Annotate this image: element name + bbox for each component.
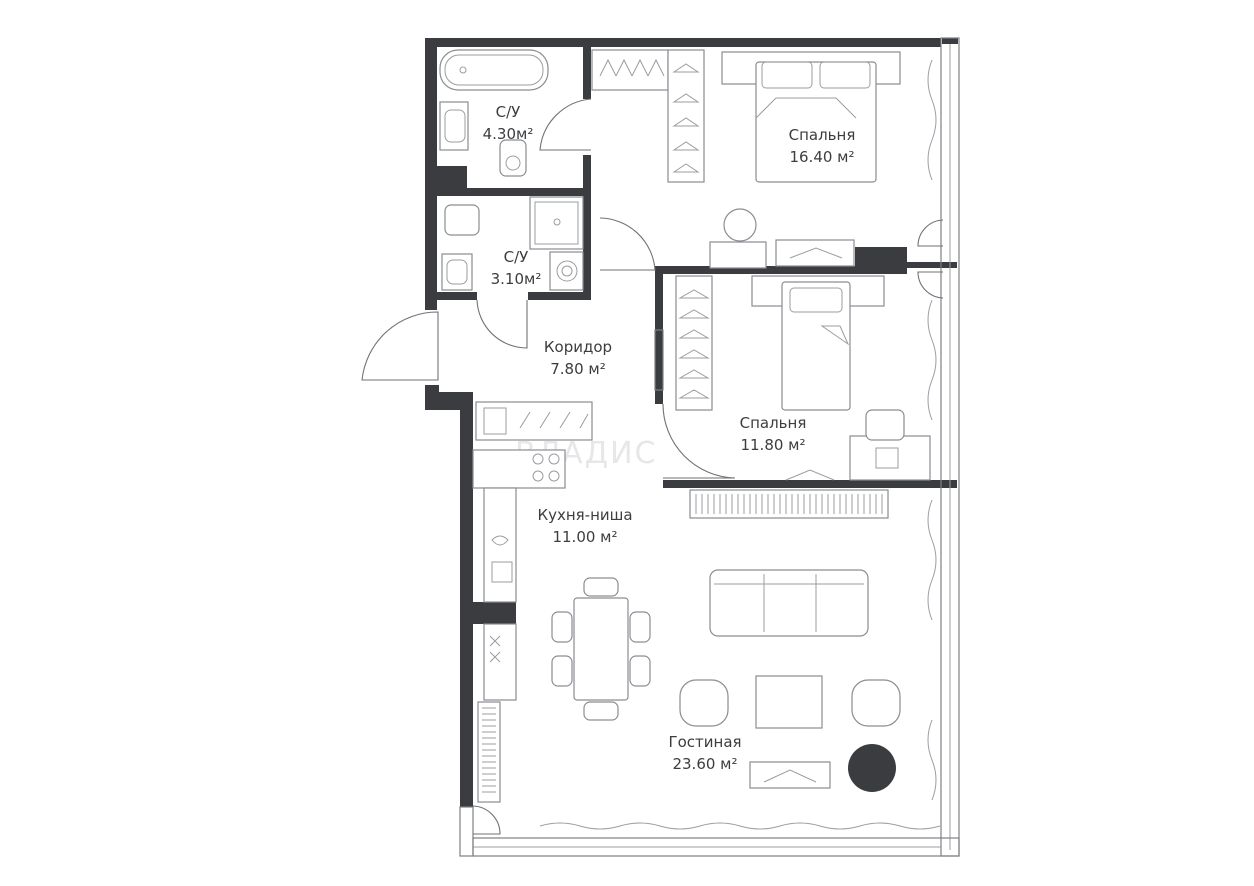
bath2-fixtures	[441, 196, 584, 291]
room-name-living: Гостиная	[668, 733, 741, 751]
living-furniture	[679, 569, 901, 792]
armchair	[679, 679, 729, 727]
bath2-door	[476, 299, 528, 349]
armchair	[851, 679, 901, 727]
chair	[865, 409, 905, 441]
bath-right-wall	[583, 155, 591, 300]
wardrobe-top	[591, 49, 669, 91]
tv-stand-2	[749, 761, 831, 789]
bedroom2-left-wall	[655, 266, 663, 404]
shower	[529, 196, 584, 250]
kitchen-pier	[472, 602, 516, 624]
room-area-corridor: 7.80 м²	[550, 360, 606, 378]
dining-table	[573, 597, 629, 701]
washing-machine	[549, 251, 584, 291]
double-bed	[755, 61, 877, 183]
dining-chair	[551, 655, 573, 687]
shaft	[437, 166, 467, 196]
sofa	[709, 569, 869, 637]
dining-chair	[583, 577, 619, 597]
bedroom-divider-pier	[855, 247, 907, 274]
coffee-table	[755, 675, 823, 729]
curtain-right	[927, 59, 937, 801]
wardrobe-side	[667, 49, 705, 183]
room-name-bedroom2: Спальня	[740, 414, 807, 432]
bedroom1-furniture	[591, 49, 901, 269]
room-area-bedroom1: 16.40 м²	[789, 148, 854, 166]
left-upper-wall	[425, 38, 437, 310]
bedroom1-door	[599, 217, 656, 271]
bedroom2-door	[662, 403, 736, 479]
bath2-bottom-wall-left	[437, 292, 477, 300]
dining-chair	[551, 611, 573, 643]
dining-chair	[629, 611, 651, 643]
room-area-bath2: 3.10м²	[491, 270, 542, 288]
bathtub	[439, 49, 549, 91]
bath1-right-wall-top	[583, 47, 591, 99]
bedroom2-furniture	[654, 275, 931, 519]
bedroom2-bottom-wall	[663, 480, 957, 488]
top-right-corner	[942, 38, 958, 44]
bedroom-divider-end	[907, 262, 957, 268]
walls	[425, 38, 958, 807]
stool	[723, 208, 757, 242]
room-area-bedroom2: 11.80 м²	[740, 436, 805, 454]
bedroom-divider-wall	[655, 266, 855, 274]
balcony-door-bottom	[917, 271, 944, 299]
room-name-bedroom1: Спальня	[789, 126, 856, 144]
toilet-1	[499, 139, 527, 177]
left-lower-wall	[460, 392, 473, 807]
dresser	[709, 241, 767, 269]
bath1-door	[539, 98, 592, 151]
room-labels: С/У 4.30м² С/У 3.10м² Спальня 16.40 м² К…	[483, 103, 856, 773]
room-name-bath2: С/У	[504, 248, 529, 266]
windows	[459, 37, 960, 857]
room-area-living: 23.60 м²	[672, 755, 737, 773]
balcony-door-left	[472, 805, 501, 835]
plant	[848, 744, 896, 792]
desk	[849, 435, 931, 481]
room-area-bath1: 4.30м²	[483, 125, 534, 143]
entrance-door	[361, 311, 439, 381]
bath-divider-wall	[437, 188, 585, 196]
balcony-door-top	[917, 219, 944, 247]
top-wall	[425, 38, 941, 47]
room-name-kitchen: Кухня-ниша	[537, 506, 632, 524]
single-bed	[781, 281, 851, 411]
dining-chair	[629, 655, 651, 687]
kitchen-top	[472, 449, 566, 489]
dining-chair	[583, 701, 619, 721]
doors	[361, 98, 944, 835]
bath2-bottom-wall-right	[528, 292, 588, 300]
radiator-bench	[689, 489, 889, 519]
room-name-bath1: С/У	[496, 103, 521, 121]
tv-stand-1	[775, 239, 855, 267]
bath1-fixtures	[439, 49, 549, 177]
room-name-corridor: Коридор	[544, 338, 612, 356]
washbasin-1	[439, 101, 469, 151]
kitchen-furniture	[472, 401, 651, 803]
room-area-kitchen: 11.00 м²	[552, 528, 617, 546]
curtain-bottom	[539, 822, 941, 830]
shoe-rack	[477, 701, 501, 803]
toilet-2	[444, 204, 480, 236]
